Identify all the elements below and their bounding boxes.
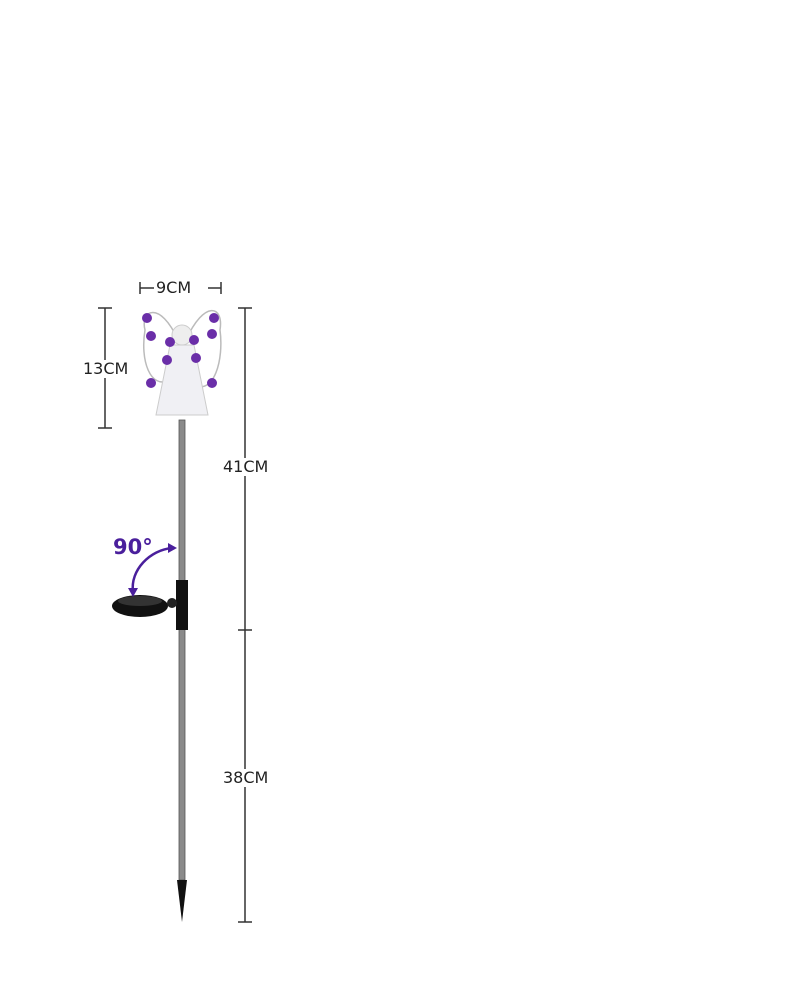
garden-stake <box>177 419 187 922</box>
solar-panel <box>112 580 188 630</box>
rotation-arrow <box>128 543 177 597</box>
width-label: 9CM <box>155 278 193 297</box>
rotation-angle-label: 90° <box>113 535 153 559</box>
upper-length-label: 41CM <box>222 457 270 476</box>
head-height-label: 13CM <box>82 359 130 378</box>
angel-butterfly-head <box>142 309 222 416</box>
lower-length-label: 38CM <box>222 768 270 787</box>
